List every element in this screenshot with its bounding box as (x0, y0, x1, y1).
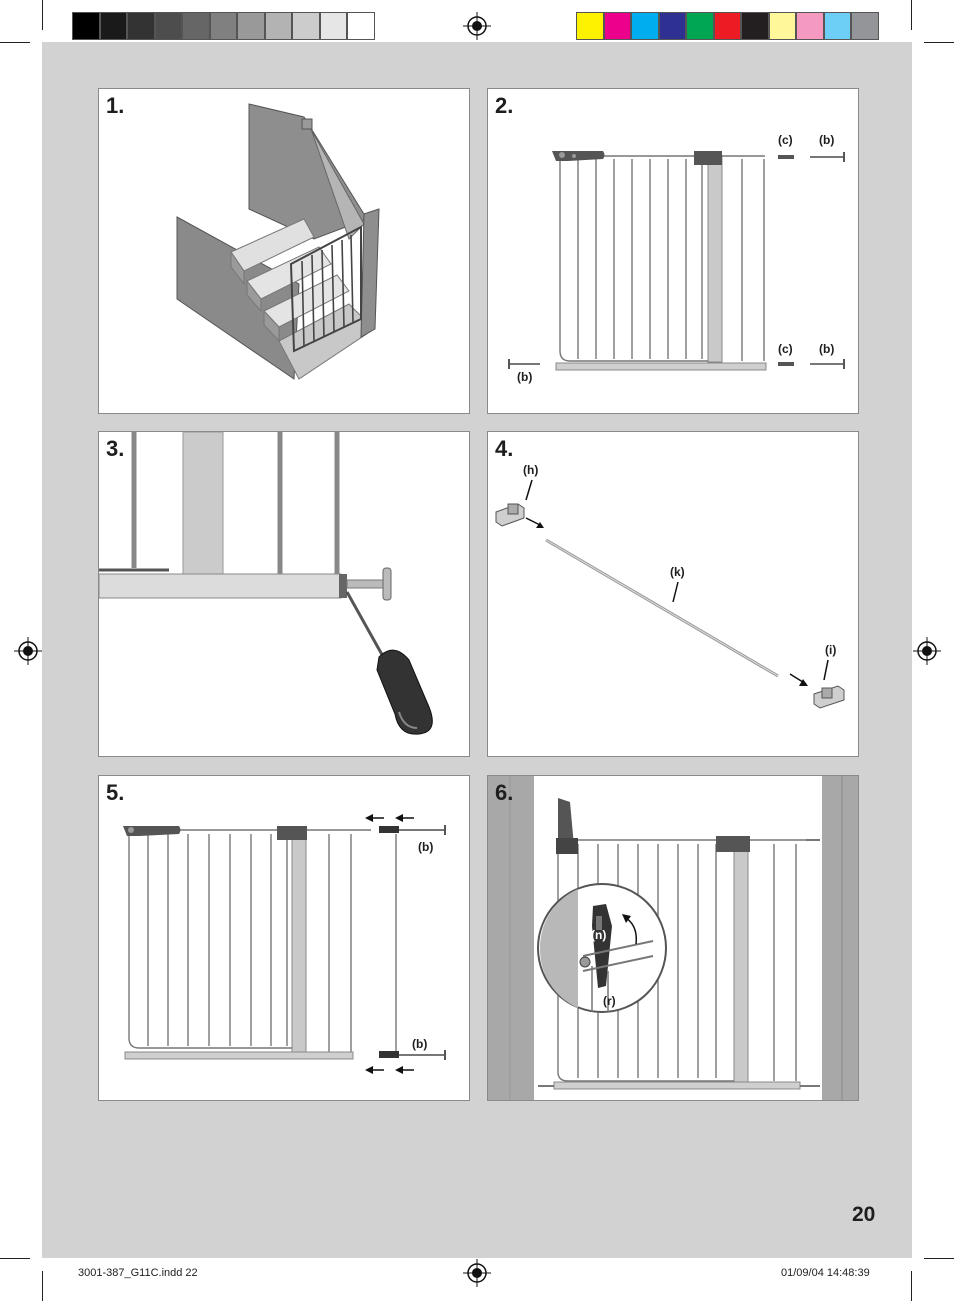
color-swatch (823, 12, 851, 40)
step-number: 2. (495, 93, 514, 118)
crop-mark (42, 0, 43, 30)
crop-mark (42, 1271, 43, 1301)
color-swatch (603, 12, 631, 40)
color-swatch (237, 12, 265, 40)
step-number: 5. (106, 780, 125, 805)
crop-mark (911, 0, 912, 30)
color-swatch (264, 12, 292, 40)
color-swatch (713, 12, 741, 40)
color-swatch (796, 12, 824, 40)
color-swatch (154, 12, 182, 40)
color-swatch (686, 12, 714, 40)
registration-mark-icon (463, 1259, 491, 1287)
color-swatch (319, 12, 347, 40)
color-swatch (658, 12, 686, 40)
part-label-c-top: (c) (778, 133, 793, 147)
part-label-i: (i) (825, 643, 837, 657)
step-number: 1. (106, 93, 125, 118)
part-label-b-top: (b) (418, 840, 434, 854)
step-5-panel: 5. (b) (b) (98, 775, 470, 1101)
rod-assembly-illustration (495, 479, 845, 709)
color-swatch (576, 12, 604, 40)
step-number: 6. (495, 780, 514, 805)
step-number: 3. (106, 436, 125, 461)
color-swatch (741, 12, 769, 40)
gate-parts-illustration (508, 151, 845, 371)
slug-filename: 3001-387_G11C.indd 22 (78, 1267, 198, 1279)
step-2-panel: 2. (c) (b) (c) (b) (b) (487, 88, 859, 414)
part-label-b-left: (b) (517, 370, 533, 384)
color-swatch (851, 12, 879, 40)
color-swatch (292, 12, 320, 40)
step-6-panel: 6. (n) (r) (487, 775, 859, 1101)
registration-mark-icon (913, 637, 941, 665)
crop-mark (0, 42, 30, 43)
gate-extension-illustration (123, 814, 446, 1074)
staircase-illustration (176, 103, 380, 380)
color-swatch (631, 12, 659, 40)
part-label-h: (h) (523, 463, 539, 477)
step-4-panel: 4. (h) (k) (i) (487, 431, 859, 757)
page-number: 20 (852, 1203, 876, 1226)
screwdriver-detail-illustration (99, 432, 433, 735)
crop-mark (0, 1258, 30, 1259)
step-3-panel: 3. (98, 431, 470, 757)
registration-mark-icon (463, 12, 491, 40)
crop-mark (911, 1271, 912, 1301)
crop-mark (924, 1258, 954, 1259)
color-swatch (99, 12, 127, 40)
color-swatch (209, 12, 237, 40)
step-1-panel: 1. (98, 88, 470, 414)
part-label-r: (r) (603, 994, 616, 1008)
part-label-b-bottom: (b) (412, 1037, 428, 1051)
registration-mark-icon (14, 637, 42, 665)
part-label-k: (k) (670, 565, 685, 579)
color-swatch (347, 12, 375, 40)
part-label-b-bottom: (b) (819, 342, 835, 356)
color-swatch (127, 12, 155, 40)
color-swatch (182, 12, 210, 40)
step-number: 4. (495, 436, 514, 461)
crop-mark (924, 42, 954, 43)
part-label-c-bottom: (c) (778, 342, 793, 356)
color-swatch (72, 12, 100, 40)
part-label-n: (n) (591, 928, 607, 942)
slug-datetime: 01/09/04 14:48:39 (781, 1267, 870, 1279)
installed-gate-illustration (488, 776, 858, 1100)
part-label-b-top: (b) (819, 133, 835, 147)
color-swatch (768, 12, 796, 40)
